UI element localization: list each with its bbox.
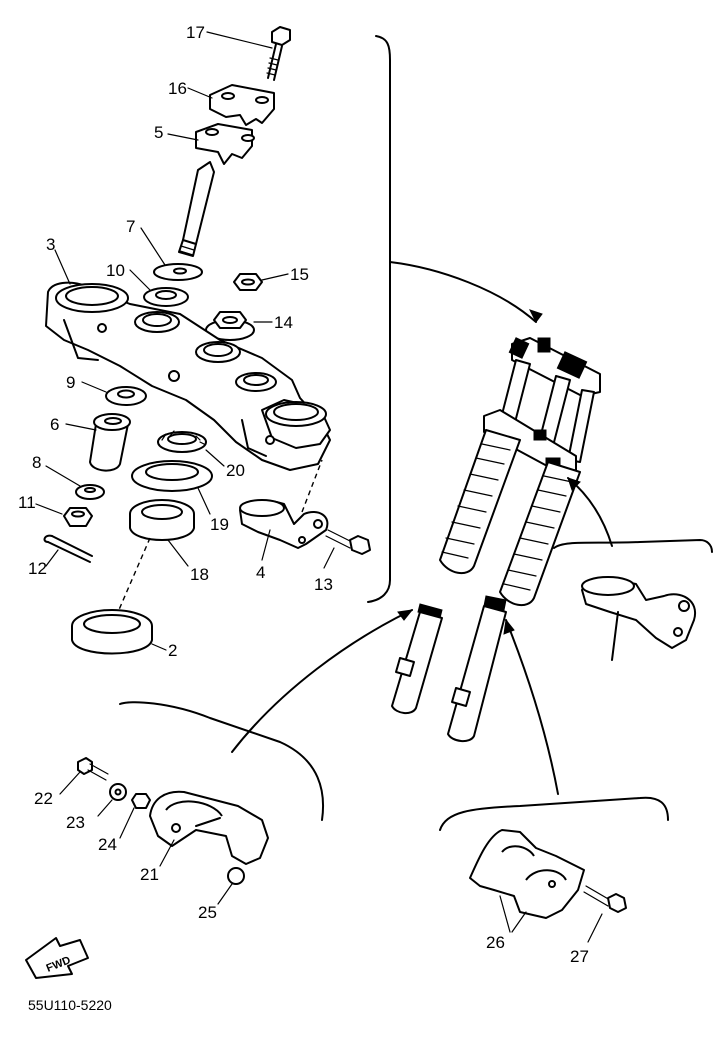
washer-part-7[interactable] [153, 263, 203, 281]
nut-part-25[interactable] [227, 867, 245, 885]
label-part-15: 15 [290, 265, 309, 284]
label-part-23: 23 [66, 813, 85, 832]
castle-nut-part-11[interactable] [63, 507, 93, 527]
label-part-4: 4 [256, 563, 265, 582]
fork-clamp-part-26[interactable] [469, 829, 585, 919]
label-part-20: 20 [226, 461, 245, 480]
cotter-pin-part-12[interactable] [43, 534, 93, 563]
bearing-part-18[interactable] [129, 499, 195, 541]
label-part-21: 21 [140, 865, 159, 884]
bolt-part-27[interactable] [583, 885, 627, 913]
nut-part-15[interactable] [233, 273, 263, 291]
label-part-8: 8 [32, 453, 41, 472]
washer-part-9[interactable] [105, 386, 147, 406]
spacer-part-6[interactable] [89, 413, 131, 472]
fork-cable-bracket-inset[interactable] [581, 576, 697, 661]
forward-direction-arrow: FWD [25, 937, 89, 979]
label-part-2: 2 [168, 641, 177, 660]
label-part-25: 25 [198, 903, 217, 922]
label-part-11: 11 [18, 493, 36, 512]
oil-seal-part-2[interactable] [71, 609, 153, 655]
label-part-9: 9 [66, 373, 75, 392]
washer-part-23[interactable] [109, 783, 127, 801]
handlebar-holder-part-5[interactable] [178, 123, 255, 257]
label-part-6: 6 [50, 415, 59, 434]
label-part-10: 10 [106, 261, 125, 280]
upper-bracket-part-3[interactable] [45, 281, 331, 471]
label-part-24: 24 [98, 835, 117, 854]
bolt-part-17[interactable] [266, 26, 291, 81]
bolt-part-13[interactable] [325, 529, 371, 555]
label-part-18: 18 [190, 565, 209, 584]
label-part-5: 5 [154, 123, 163, 142]
nut-part-8[interactable] [75, 484, 105, 500]
bearing-seal-part-20[interactable] [157, 430, 207, 453]
label-part-19: 19 [210, 515, 229, 534]
label-part-16: 16 [168, 79, 187, 98]
label-part-7: 7 [126, 217, 135, 236]
front-fork-assembly[interactable] [391, 337, 601, 742]
label-part-17: 17 [186, 23, 205, 42]
label-part-14: 14 [274, 313, 293, 332]
label-part-26: 26 [486, 933, 505, 952]
label-part-27: 27 [570, 947, 589, 966]
label-part-13: 13 [314, 575, 333, 594]
label-part-3: 3 [46, 235, 55, 254]
fork-clamp-part-21[interactable] [149, 790, 269, 865]
label-part-22: 22 [34, 789, 53, 808]
nut-part-24[interactable] [131, 793, 151, 809]
drawing-code: 55U110-5220 [28, 997, 112, 1013]
ball-race-cover-part-19[interactable] [131, 460, 213, 492]
handlebar-clamp-upper-part-16[interactable] [209, 84, 275, 126]
label-part-12: 12 [28, 559, 47, 578]
cable-guide-part-4[interactable] [239, 499, 329, 549]
bolt-part-22[interactable] [77, 757, 109, 781]
steering-stem-nut-part-14[interactable] [205, 311, 255, 341]
washer-part-10[interactable] [143, 287, 189, 307]
